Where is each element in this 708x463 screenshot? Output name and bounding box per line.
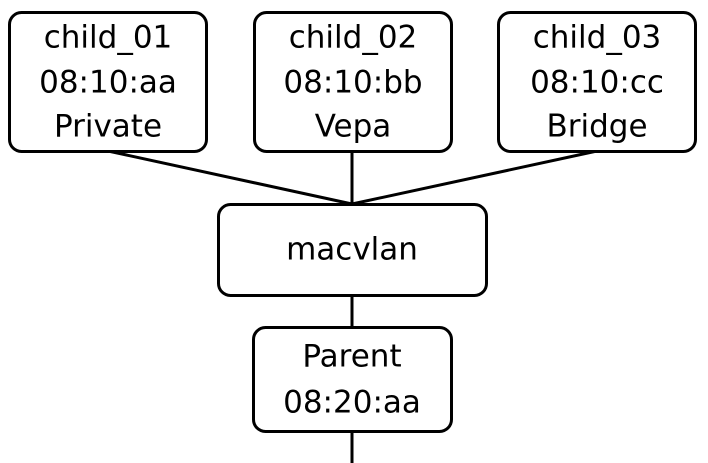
node-macvlan-label: macvlan — [286, 232, 418, 268]
edge-child-01-to-macvlan — [107, 149, 353, 206]
node-child-02-name: child_02 — [289, 20, 418, 56]
node-child-03-mac: 08:10:cc — [530, 65, 664, 101]
node-parent-mac: 08:20:aa — [283, 385, 421, 421]
node-child-03-name: child_03 — [533, 20, 662, 56]
node-child-01: child_01 08:10:aa Private — [8, 11, 208, 153]
node-parent-name: Parent — [302, 339, 401, 375]
node-child-01-mac: 08:10:aa — [39, 65, 177, 101]
node-macvlan-box — [217, 203, 488, 297]
node-child-02-mac: 08:10:bb — [283, 65, 422, 101]
node-child-01-box — [8, 11, 208, 153]
node-child-01-name: child_01 — [44, 20, 173, 56]
node-child-03: child_03 08:10:cc Bridge — [497, 11, 697, 153]
node-child-02-mode: Vepa — [315, 109, 392, 145]
node-parent-box — [252, 326, 453, 433]
node-child-03-box — [497, 11, 697, 153]
node-macvlan: macvlan — [217, 203, 488, 297]
node-child-02-box — [253, 11, 453, 153]
node-child-02: child_02 08:10:bb Vepa — [253, 11, 453, 153]
node-parent: Parent 08:20:aa — [252, 326, 453, 433]
edge-child-03-to-macvlan — [351, 149, 598, 206]
node-child-03-mode: Bridge — [546, 109, 647, 145]
node-child-01-mode: Private — [54, 109, 162, 145]
